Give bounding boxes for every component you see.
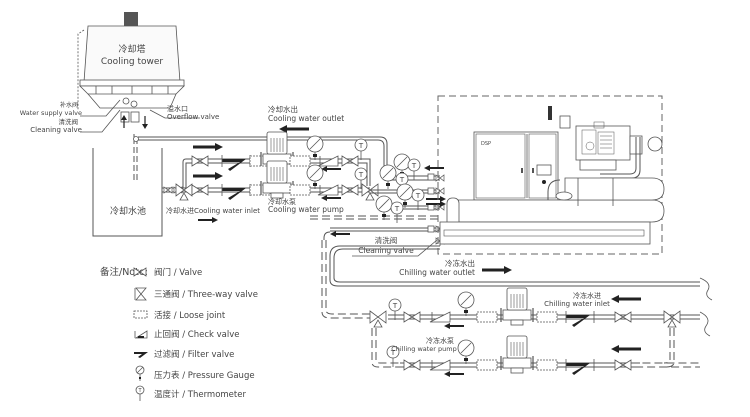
cooling-water-inlet-label: 冷却水进Cooling water inlet — [166, 206, 260, 215]
cooling-water-outlet-cn: 冷却水出 — [268, 104, 298, 114]
legend-item-filter-valve: 过滤阀 / Filter valve — [134, 349, 234, 360]
overflow-valve-en: Overflow valve — [167, 113, 219, 121]
cooling-pool: 冷却水池 — [92, 138, 163, 237]
cooling-pump-line-lower: 冷却水进Cooling water inlet 冷却水泵 Cooling wat… — [162, 160, 379, 223]
legend-label: 压力表 / Pressure Gauge — [154, 370, 255, 381]
tower-title-en: Cooling tower — [101, 57, 164, 67]
valve-icon — [133, 267, 147, 277]
pressure-gauge-icon — [135, 365, 145, 381]
cleaning-valve-chiller-en: Cleaning valve — [358, 246, 414, 255]
chilling-water-inlet-en: Chilling water inlet — [544, 300, 610, 308]
legend-item-valve: 阀门 / Valve — [133, 267, 202, 278]
chilling-water-inlet-cn: 冷冻水进 — [573, 291, 601, 300]
legend: 备注/Note: 阀门 / Valve 三通阀 / Three-way valv… — [100, 266, 258, 401]
legend-item-check-valve: 止回阀 / Check valve — [134, 329, 239, 340]
chilling-water-pump-cn: 冷冻水泵 — [426, 336, 454, 345]
tower-fan-stack — [124, 12, 138, 26]
water-supply-valve-cn: 补水阀 — [60, 101, 78, 109]
three-way-valve-icon — [135, 287, 147, 301]
chilling-pump-line-lower: 冷冻水泵 Chilling water pump — [371, 328, 700, 377]
legend-label: 止回阀 / Check valve — [154, 329, 239, 340]
cooling-water-pump-en: Cooling water pump — [268, 205, 344, 214]
legend-label: 过滤阀 / Filter valve — [154, 349, 234, 360]
legend-label: 阀门 / Valve — [154, 267, 202, 278]
chilling-water-outlet-en: Chilling water outlet — [399, 268, 475, 277]
filter-valve-icon — [134, 352, 148, 358]
legend-item-thermometer: T 温度计 / Thermometer — [135, 385, 246, 401]
legend-label: 三通阀 / Three-way valve — [154, 289, 258, 300]
legend-item-three-way-valve: 三通阀 / Three-way valve — [134, 287, 258, 301]
water-chiller-unit: DSP — [437, 95, 665, 255]
legend-item-loose-joint: 活接 / Loose joint — [133, 310, 226, 321]
cleaning-valve-tower-en: Cleaning valve — [30, 126, 82, 134]
overflow-valve-cn: 溢水口 — [167, 104, 188, 113]
chilling-water-pump-en: Chilling water pump — [391, 345, 456, 353]
chilling-pump-line-upper: 冷冻水进 Chilling water inlet — [369, 287, 711, 337]
legend-label: 温度计 / Thermometer — [154, 389, 246, 400]
cleaning-valve-tower-cn: 清洗阀 — [59, 117, 79, 126]
power-button-icon — [542, 180, 546, 184]
chiller-brand: DSP — [481, 141, 491, 147]
cleaning-valve-chiller-cn: 清洗阀 — [375, 235, 398, 245]
cooling-pool-label: 冷却水池 — [110, 205, 146, 217]
chiller-connection-lines: 清洗阀 Cleaning valve — [323, 153, 446, 257]
chilling-water-outlet-cn: 冷冻水出 — [445, 258, 475, 268]
legend-item-pressure-gauge: 压力表 / Pressure Gauge — [135, 365, 255, 381]
tower-title-cn: 冷却塔 — [118, 43, 145, 55]
cooling-water-outlet-en: Cooling water outlet — [268, 114, 344, 123]
loose-joint-icon — [133, 310, 148, 319]
water-supply-valve-en: Water supply valve — [20, 109, 82, 117]
cooling-tower: 冷却塔 Cooling tower 补水阀 Water supply valve… — [20, 12, 219, 134]
thermometer-icon: T — [135, 385, 145, 401]
chilling-water-outlet-pipe: 冷冻水出 Chilling water outlet — [329, 245, 713, 301]
cooling-water-pump-cn: 冷却水泵 — [268, 197, 296, 206]
legend-label: 活接 / Loose joint — [154, 310, 226, 321]
svg-text:T: T — [137, 388, 142, 394]
cooling-water-outlet-pipe: 冷却水出 Cooling water outlet — [133, 104, 392, 177]
control-panel-display — [536, 164, 552, 176]
